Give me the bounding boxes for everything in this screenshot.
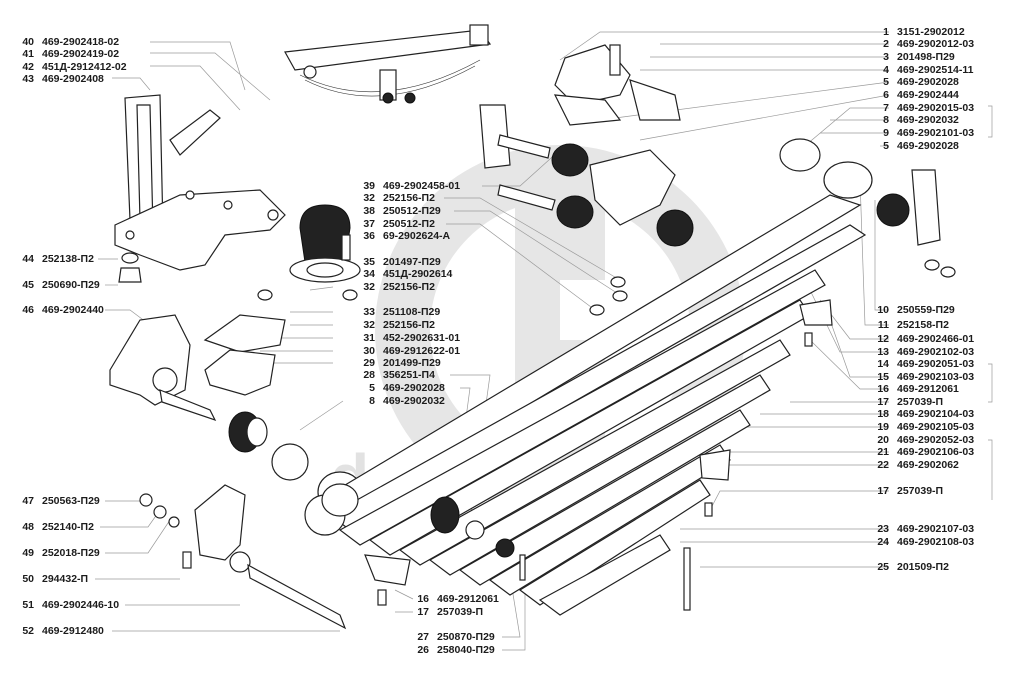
leader-lines — [95, 31, 890, 651]
shackle-bracket-46 — [109, 314, 217, 422]
nuts-10-11 — [589, 259, 956, 316]
leaf-spring-pack — [304, 194, 867, 616]
group-brackets — [988, 105, 993, 500]
u-bolt-and-spring-pad — [114, 94, 286, 271]
washer-and-nut-44-45 — [118, 252, 142, 283]
rear-bracket-and-pin — [139, 484, 347, 630]
shackle-pins-right — [479, 104, 941, 247]
spring-clips — [364, 299, 833, 611]
frame-assembly-sketch — [284, 24, 492, 104]
frame-bracket-top-right — [553, 44, 681, 126]
bump-stop-assembly — [203, 204, 361, 396]
